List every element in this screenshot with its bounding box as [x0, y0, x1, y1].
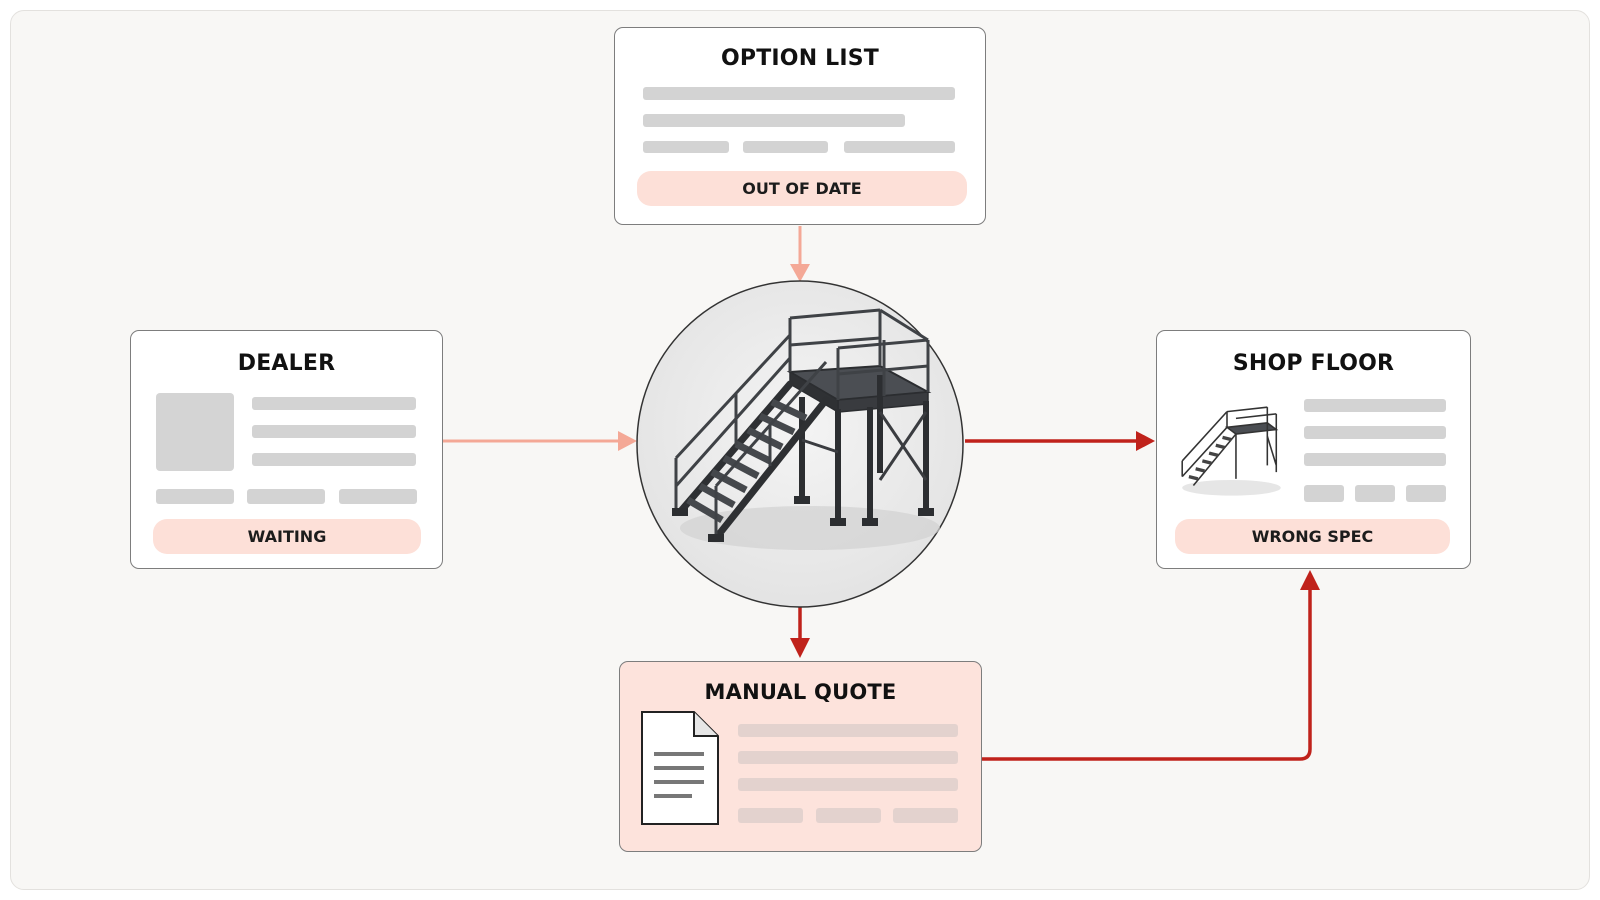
text-line-placeholder	[1406, 485, 1446, 502]
status-badge: WRONG SPEC	[1175, 519, 1450, 554]
text-line-placeholder	[1304, 485, 1344, 502]
shop-floor-title: SHOP FLOOR	[1232, 351, 1395, 376]
edge-option-list-to-center	[790, 226, 810, 282]
text-line-placeholder	[743, 141, 828, 153]
text-line-placeholder	[893, 808, 958, 823]
status-badge: OUT OF DATE	[637, 171, 967, 206]
text-line-placeholder	[156, 489, 234, 504]
text-line-placeholder	[816, 808, 881, 823]
edge-dealer-to-center	[443, 431, 637, 451]
text-line-placeholder	[738, 724, 958, 737]
option-list-card: OPTION LIST OUT OF DATE	[614, 27, 986, 225]
shop-floor-card: SHOP FLOOR WRONG SPEC	[1156, 330, 1471, 569]
text-line-placeholder	[247, 489, 325, 504]
text-line-placeholder	[1304, 426, 1446, 439]
image-placeholder	[156, 393, 234, 471]
text-line-placeholder	[1355, 485, 1395, 502]
option-list-title: OPTION LIST	[720, 46, 880, 71]
manual-quote-card: MANUAL QUOTE	[619, 661, 982, 852]
text-line-placeholder	[738, 808, 803, 823]
dealer-card: DEALER WAITING	[130, 330, 443, 569]
text-line-placeholder	[1304, 453, 1446, 466]
text-line-placeholder	[643, 114, 905, 127]
text-line-placeholder	[252, 425, 416, 438]
text-line-placeholder	[339, 489, 417, 504]
text-line-placeholder	[1304, 399, 1446, 412]
edge-center-to-shop-floor	[965, 431, 1155, 451]
text-line-placeholder	[738, 751, 958, 764]
staircase-thumbnail	[1181, 406, 1281, 496]
dealer-title: DEALER	[237, 351, 336, 376]
manual-quote-title: MANUAL QUOTE	[704, 680, 897, 704]
text-line-placeholder	[252, 453, 416, 466]
text-line-placeholder	[738, 778, 958, 791]
text-line-placeholder	[252, 397, 416, 410]
text-line-placeholder	[844, 141, 955, 153]
text-line-placeholder	[643, 87, 955, 100]
status-badge: WAITING	[153, 519, 421, 554]
edge-manual-quote-to-shop-floor	[982, 570, 1320, 761]
edge-center-to-manual-quote	[790, 606, 810, 658]
text-line-placeholder	[643, 141, 729, 153]
document-icon	[641, 711, 719, 825]
